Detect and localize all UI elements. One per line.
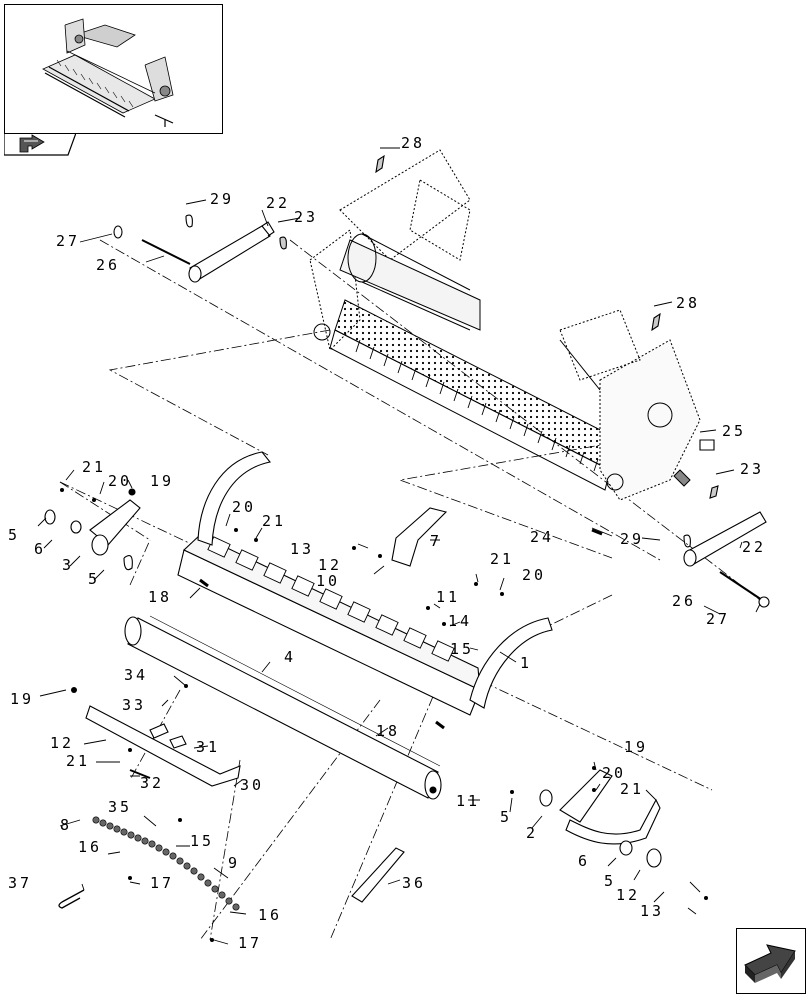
label-19-b: 19: [10, 690, 34, 708]
part-4-roller: [124, 615, 442, 800]
label-13-a: 13: [290, 540, 314, 558]
previous-page-tab[interactable]: [3, 132, 77, 159]
label-31: 31: [196, 738, 220, 756]
label-23-left: 23: [294, 208, 318, 226]
label-19-a: 19: [150, 472, 174, 490]
label-20-a: 20: [108, 472, 132, 490]
left-end-bracket: [44, 488, 141, 571]
label-25: 25: [722, 422, 746, 440]
label-5-b: 5: [88, 570, 100, 588]
label-32: 32: [140, 774, 164, 792]
label-1: 1: [520, 654, 532, 672]
label-21-c: 21: [490, 550, 514, 568]
forward-arrow-icon[interactable]: [737, 929, 804, 992]
label-34: 34: [124, 666, 148, 684]
label-26-left: 26: [96, 256, 120, 274]
fasteners: [60, 488, 708, 942]
label-3: 3: [62, 556, 74, 574]
label-30: 30: [240, 776, 264, 794]
label-21-a: 21: [82, 458, 106, 476]
label-24: 24: [530, 528, 554, 546]
back-arrow-icon[interactable]: [19, 134, 45, 153]
part-7-bracket: [391, 507, 448, 567]
label-20-b: 20: [232, 498, 256, 516]
label-8: 8: [60, 816, 72, 834]
part-22-pivot-left: [113, 154, 661, 332]
label-9: 9: [228, 854, 240, 872]
part-22-pivot-right: [683, 439, 770, 608]
label-37: 37: [8, 874, 32, 892]
label-13-b: 13: [640, 902, 664, 920]
label-20-d: 20: [602, 764, 626, 782]
label-28-right: 28: [676, 294, 700, 312]
label-5-c: 5: [500, 808, 512, 826]
label-18-a: 18: [148, 588, 172, 606]
part-1-pickup-frame: [177, 451, 553, 716]
label-22-right: 22: [742, 538, 766, 556]
assembly-thumbnail-icon: [42, 18, 174, 127]
label-11-a: 11: [436, 588, 460, 606]
label-26-right: 26: [672, 592, 696, 610]
label-18-b: 18: [376, 722, 400, 740]
label-14: 14: [448, 612, 472, 630]
label-33: 33: [122, 696, 146, 714]
label-16-b: 16: [258, 906, 282, 924]
label-29-left: 29: [210, 190, 234, 208]
label-17-a: 17: [150, 874, 174, 892]
label-2-a: 2: [526, 824, 538, 842]
label-7: 7: [430, 532, 442, 550]
label-21-e: 21: [620, 780, 644, 798]
label-6-b: 6: [578, 852, 590, 870]
label-12-b: 12: [50, 734, 74, 752]
label-12-a: 12: [318, 556, 342, 574]
part-labels: 28 29 22 23 27 26 28 25 23 24 29 22 26 2…: [8, 134, 766, 952]
part-37-pin: [58, 889, 85, 909]
label-23-right: 23: [740, 460, 764, 478]
part-9-chain: [92, 816, 240, 911]
part-36-strip: [351, 847, 405, 903]
label-19-c: 19: [624, 738, 648, 756]
label-4: 4: [284, 648, 296, 666]
leader-lines: [37, 147, 761, 945]
label-21-b: 21: [262, 512, 286, 530]
label-29-right: 29: [620, 530, 644, 548]
right-end-bracket: [539, 769, 662, 868]
label-22-left: 22: [266, 194, 290, 212]
label-6-a: 6: [34, 540, 46, 558]
label-15-b: 15: [190, 832, 214, 850]
label-35: 35: [108, 798, 132, 816]
header-frame: [309, 149, 701, 501]
label-17-b: 17: [238, 934, 262, 952]
label-11-b: 11: [456, 792, 480, 810]
label-21-d: 21: [66, 752, 90, 770]
next-page-button[interactable]: [736, 928, 806, 994]
label-15-a: 15: [450, 640, 474, 658]
part-30-scraper: [85, 705, 241, 787]
label-28-top: 28: [401, 134, 425, 152]
label-27-left: 27: [56, 232, 80, 250]
label-16-a: 16: [78, 838, 102, 856]
label-12-c: 12: [616, 886, 640, 904]
label-5-d: 5: [604, 872, 616, 890]
assembly-thumbnail: [4, 4, 223, 134]
label-20-c: 20: [522, 566, 546, 584]
label-5-a: 5: [8, 526, 20, 544]
label-27-right: 27: [706, 610, 730, 628]
label-10: 10: [316, 572, 340, 590]
label-36: 36: [402, 874, 426, 892]
